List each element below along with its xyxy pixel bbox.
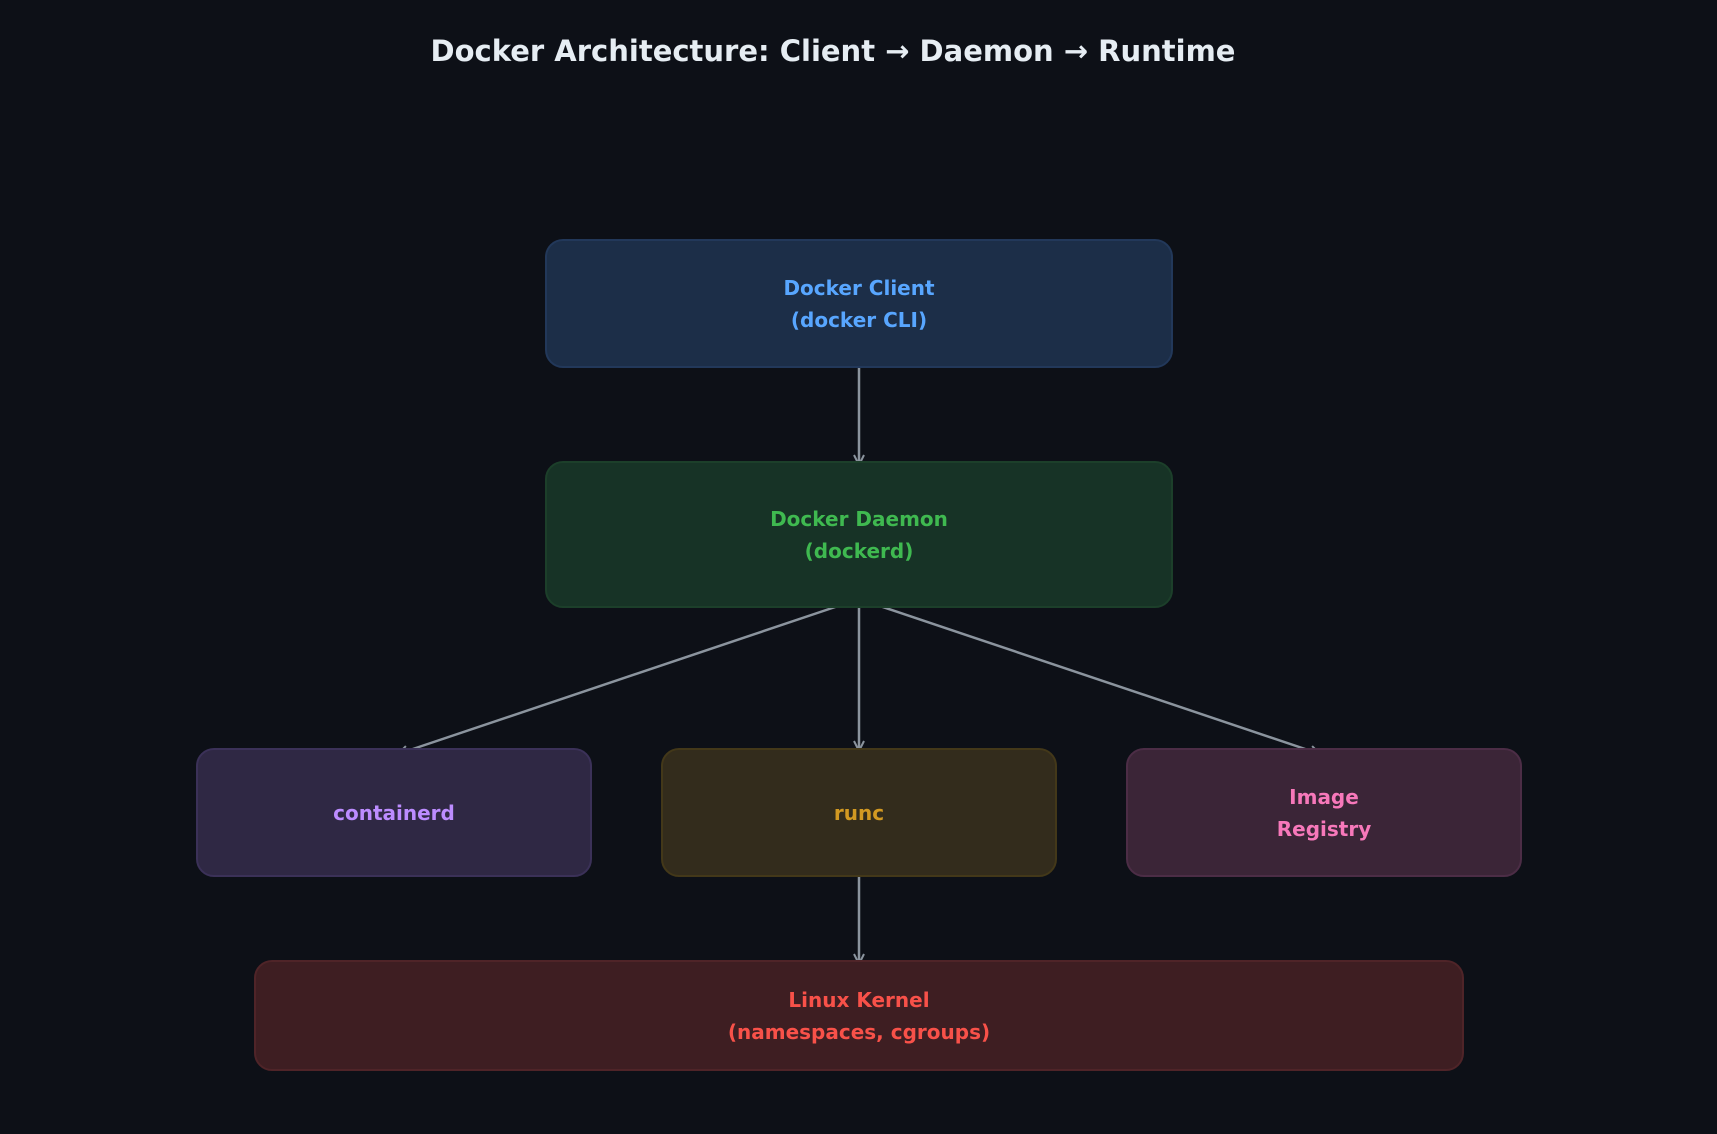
diagram-title: Docker Architecture: Client → Daemon → R…	[430, 34, 1236, 68]
edge-daemon-registry	[861, 598, 1320, 754]
node-docker-client-label: Docker Client (docker CLI)	[783, 275, 935, 332]
node-linux-kernel-label: Linux Kernel (namespaces, cgroups)	[727, 987, 991, 1044]
node-image-registry: Image Registry	[1126, 748, 1522, 877]
node-linux-kernel: Linux Kernel (namespaces, cgroups)	[254, 960, 1464, 1071]
node-containerd: containerd	[196, 748, 592, 877]
node-runc-label: runc	[833, 800, 885, 825]
node-containerd-label: containerd	[333, 800, 455, 825]
node-docker-daemon-label: Docker Daemon (dockerd)	[770, 506, 948, 563]
node-docker-daemon: Docker Daemon (dockerd)	[545, 461, 1173, 608]
edge-daemon-containerd	[398, 598, 857, 754]
node-runc: runc	[661, 748, 1057, 877]
node-image-registry-label: Image Registry	[1276, 784, 1372, 841]
node-docker-client: Docker Client (docker CLI)	[545, 239, 1173, 368]
